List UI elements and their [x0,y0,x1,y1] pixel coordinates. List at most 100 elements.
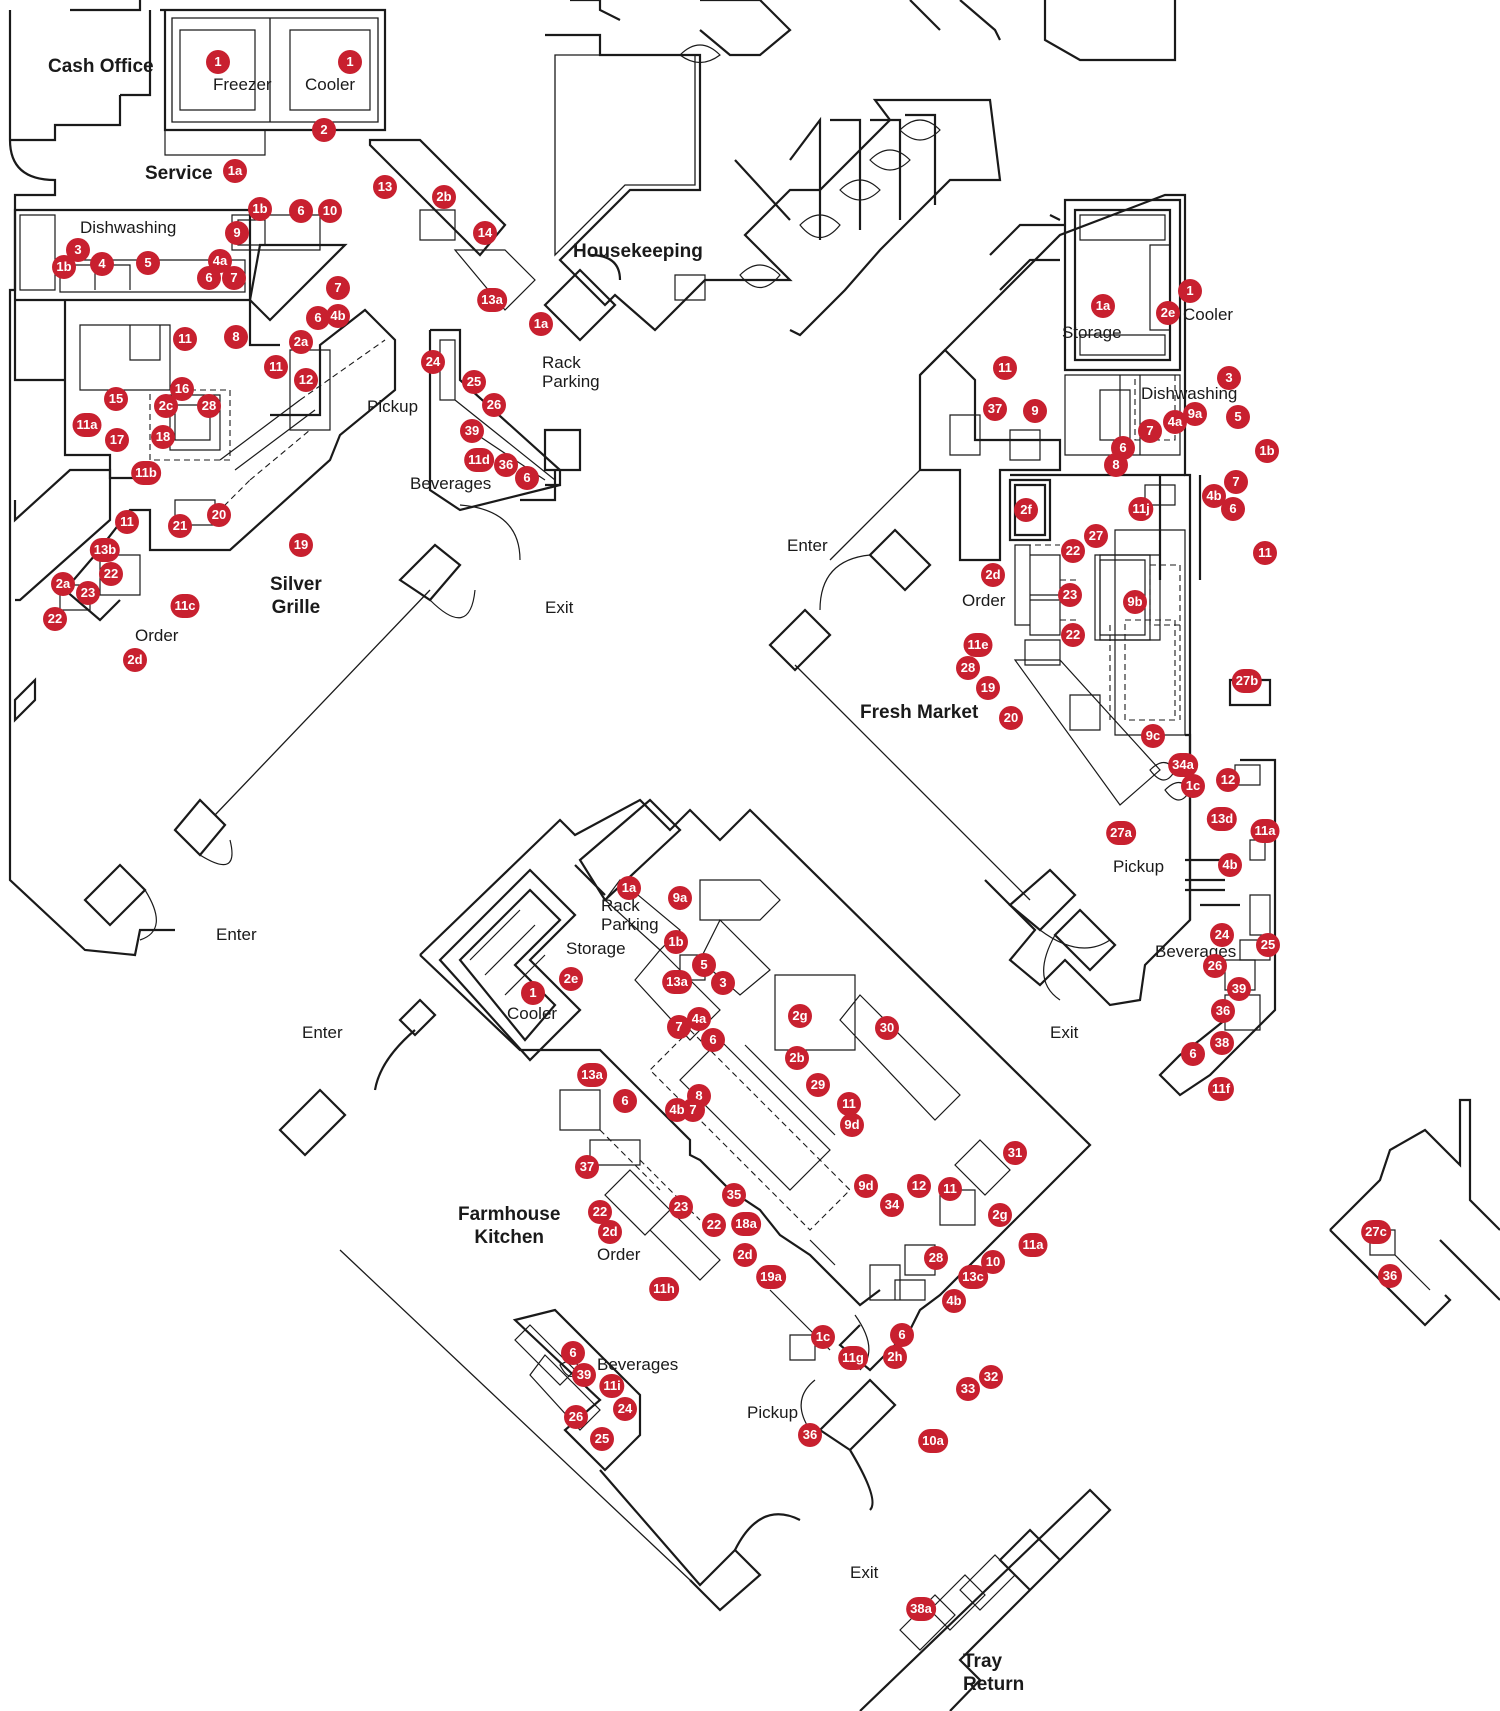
equipment-tag: 18 [151,425,175,449]
equipment-tag: 4a [687,1007,711,1031]
equipment-tag: 22 [99,562,123,586]
label-service: Service [145,163,213,184]
silver-grille-walls [8,0,582,957]
equipment-tag: 16 [170,377,194,401]
equipment-tag: 9a [668,886,692,910]
label-pickup-1: Pickup [367,397,419,416]
equipment-tag: 28 [956,656,980,680]
equipment-tag: 9d [840,1113,864,1137]
label-pickup-fm: Pickup [1113,857,1165,876]
equipment-tag: 26 [1203,954,1227,978]
equipment-tag: 1 [1178,279,1202,303]
equipment-tag: 27c [1361,1220,1391,1244]
equipment-tag: 11j [1128,497,1154,521]
equipment-tag: 6 [613,1089,637,1113]
equipment-tag: 13d [1206,807,1238,831]
equipment-tag: 11 [115,510,139,534]
equipment-tag: 12 [294,368,318,392]
equipment-tag: 11i [599,1374,625,1398]
label-enter-fm: Enter [787,536,828,555]
equipment-tag: 17 [105,428,129,452]
label-enter-1: Enter [216,925,257,944]
label-exit-fk: Exit [850,1563,879,1582]
equipment-tag: 22 [43,607,67,631]
equipment-tag: 15 [104,387,128,411]
equipment-tag: 6 [561,1341,585,1365]
equipment-tag: 3 [711,971,735,995]
equipment-tag: 13b [89,538,121,562]
equipment-tag: 23 [1058,583,1082,607]
farmhouse-kitchen-walls [278,798,1092,1612]
equipment-tag: 34a [1168,753,1198,777]
equipment-tag: 11 [837,1092,861,1116]
label-tray-return: Tray Return [963,1651,1025,1695]
equipment-tag: 34 [880,1193,904,1217]
equipment-tag: 2f [1014,498,1038,522]
equipment-tag: 18a [731,1212,761,1236]
label-order-1: Order [135,626,179,645]
label-beverages-1: Beverages [410,474,492,493]
equipment-tag: 32 [979,1365,1003,1389]
equipment-tag: 27 [1084,524,1108,548]
equipment-tag: 23 [669,1195,693,1219]
equipment-tag: 2g [788,1004,812,1028]
equipment-tag: 11h [649,1277,679,1301]
equipment-tag: 11f [1207,1077,1235,1101]
label-fresh-market: Fresh Market [860,702,979,723]
equipment-tag: 36 [798,1423,822,1447]
equipment-tag: 14 [473,221,497,245]
equipment-tag: 19 [289,533,313,557]
equipment-tag: 7 [326,276,350,300]
equipment-tag: 6 [1221,497,1245,521]
equipment-tag: 12 [1216,768,1240,792]
equipment-tag: 5 [136,251,160,275]
equipment-tag: 1c [1181,774,1205,798]
equipment-tag: 2d [123,648,147,672]
equipment-tag: 28 [197,394,221,418]
equipment-tag: 9 [225,221,249,245]
equipment-tag: 2g [988,1203,1012,1227]
equipment-tag: 22 [702,1213,726,1237]
label-enter-fk: Enter [302,1023,343,1042]
equipment-tag: 13a [477,288,507,312]
equipment-tag: 1c [811,1325,835,1349]
equipment-tag: 6 [890,1323,914,1347]
label-dishwashing-fm: Dishwashing [1141,384,1238,403]
equipment-tag: 36 [1211,999,1235,1023]
equipment-tag: 11b [131,461,161,485]
equipment-tag: 22 [1061,539,1085,563]
equipment-tag: 6 [289,199,313,223]
equipment-tag: 11a [1250,819,1280,843]
label-cooler-fk: Cooler [507,1004,558,1023]
equipment-tag: 2e [1156,301,1180,325]
equipment-tag: 2a [51,572,75,596]
equipment-tag: 26 [482,393,506,417]
equipment-tag: 11d [464,448,494,472]
equipment-tag: 11 [1253,541,1277,565]
equipment-tag: 19 [976,676,1000,700]
equipment-tag: 9 [1023,399,1047,423]
equipment-tag: 4b [1218,853,1242,877]
equipment-tag: 13a [662,970,692,994]
label-rack-parking-1: Rack Parking [542,353,600,391]
equipment-tag: 39 [1227,977,1251,1001]
label-housekeeping: Housekeeping [573,241,703,262]
equipment-tag: 13 [373,175,397,199]
equipment-tag: 38 [1210,1031,1234,1055]
equipment-tag: 36 [1378,1264,1402,1288]
equipment-tag: 25 [590,1427,614,1451]
equipment-tag: 29 [806,1073,830,1097]
equipment-tag: 1b [1255,439,1279,463]
equipment-tag: 3 [1217,366,1241,390]
label-cooler-service: Cooler [305,75,356,94]
label-pickup-fk: Pickup [747,1403,799,1422]
label-dishwashing-1: Dishwashing [80,218,177,237]
equipment-tag: 6 [197,266,221,290]
tray-return-walls [859,1098,1500,1711]
equipment-tag: 11 [264,355,288,379]
equipment-tag: 11g [838,1346,868,1370]
equipment-tag: 1a [529,312,553,336]
equipment-tag: 36 [494,453,518,477]
equipment-tag: 2d [981,563,1005,587]
equipment-tag: 26 [564,1405,588,1429]
